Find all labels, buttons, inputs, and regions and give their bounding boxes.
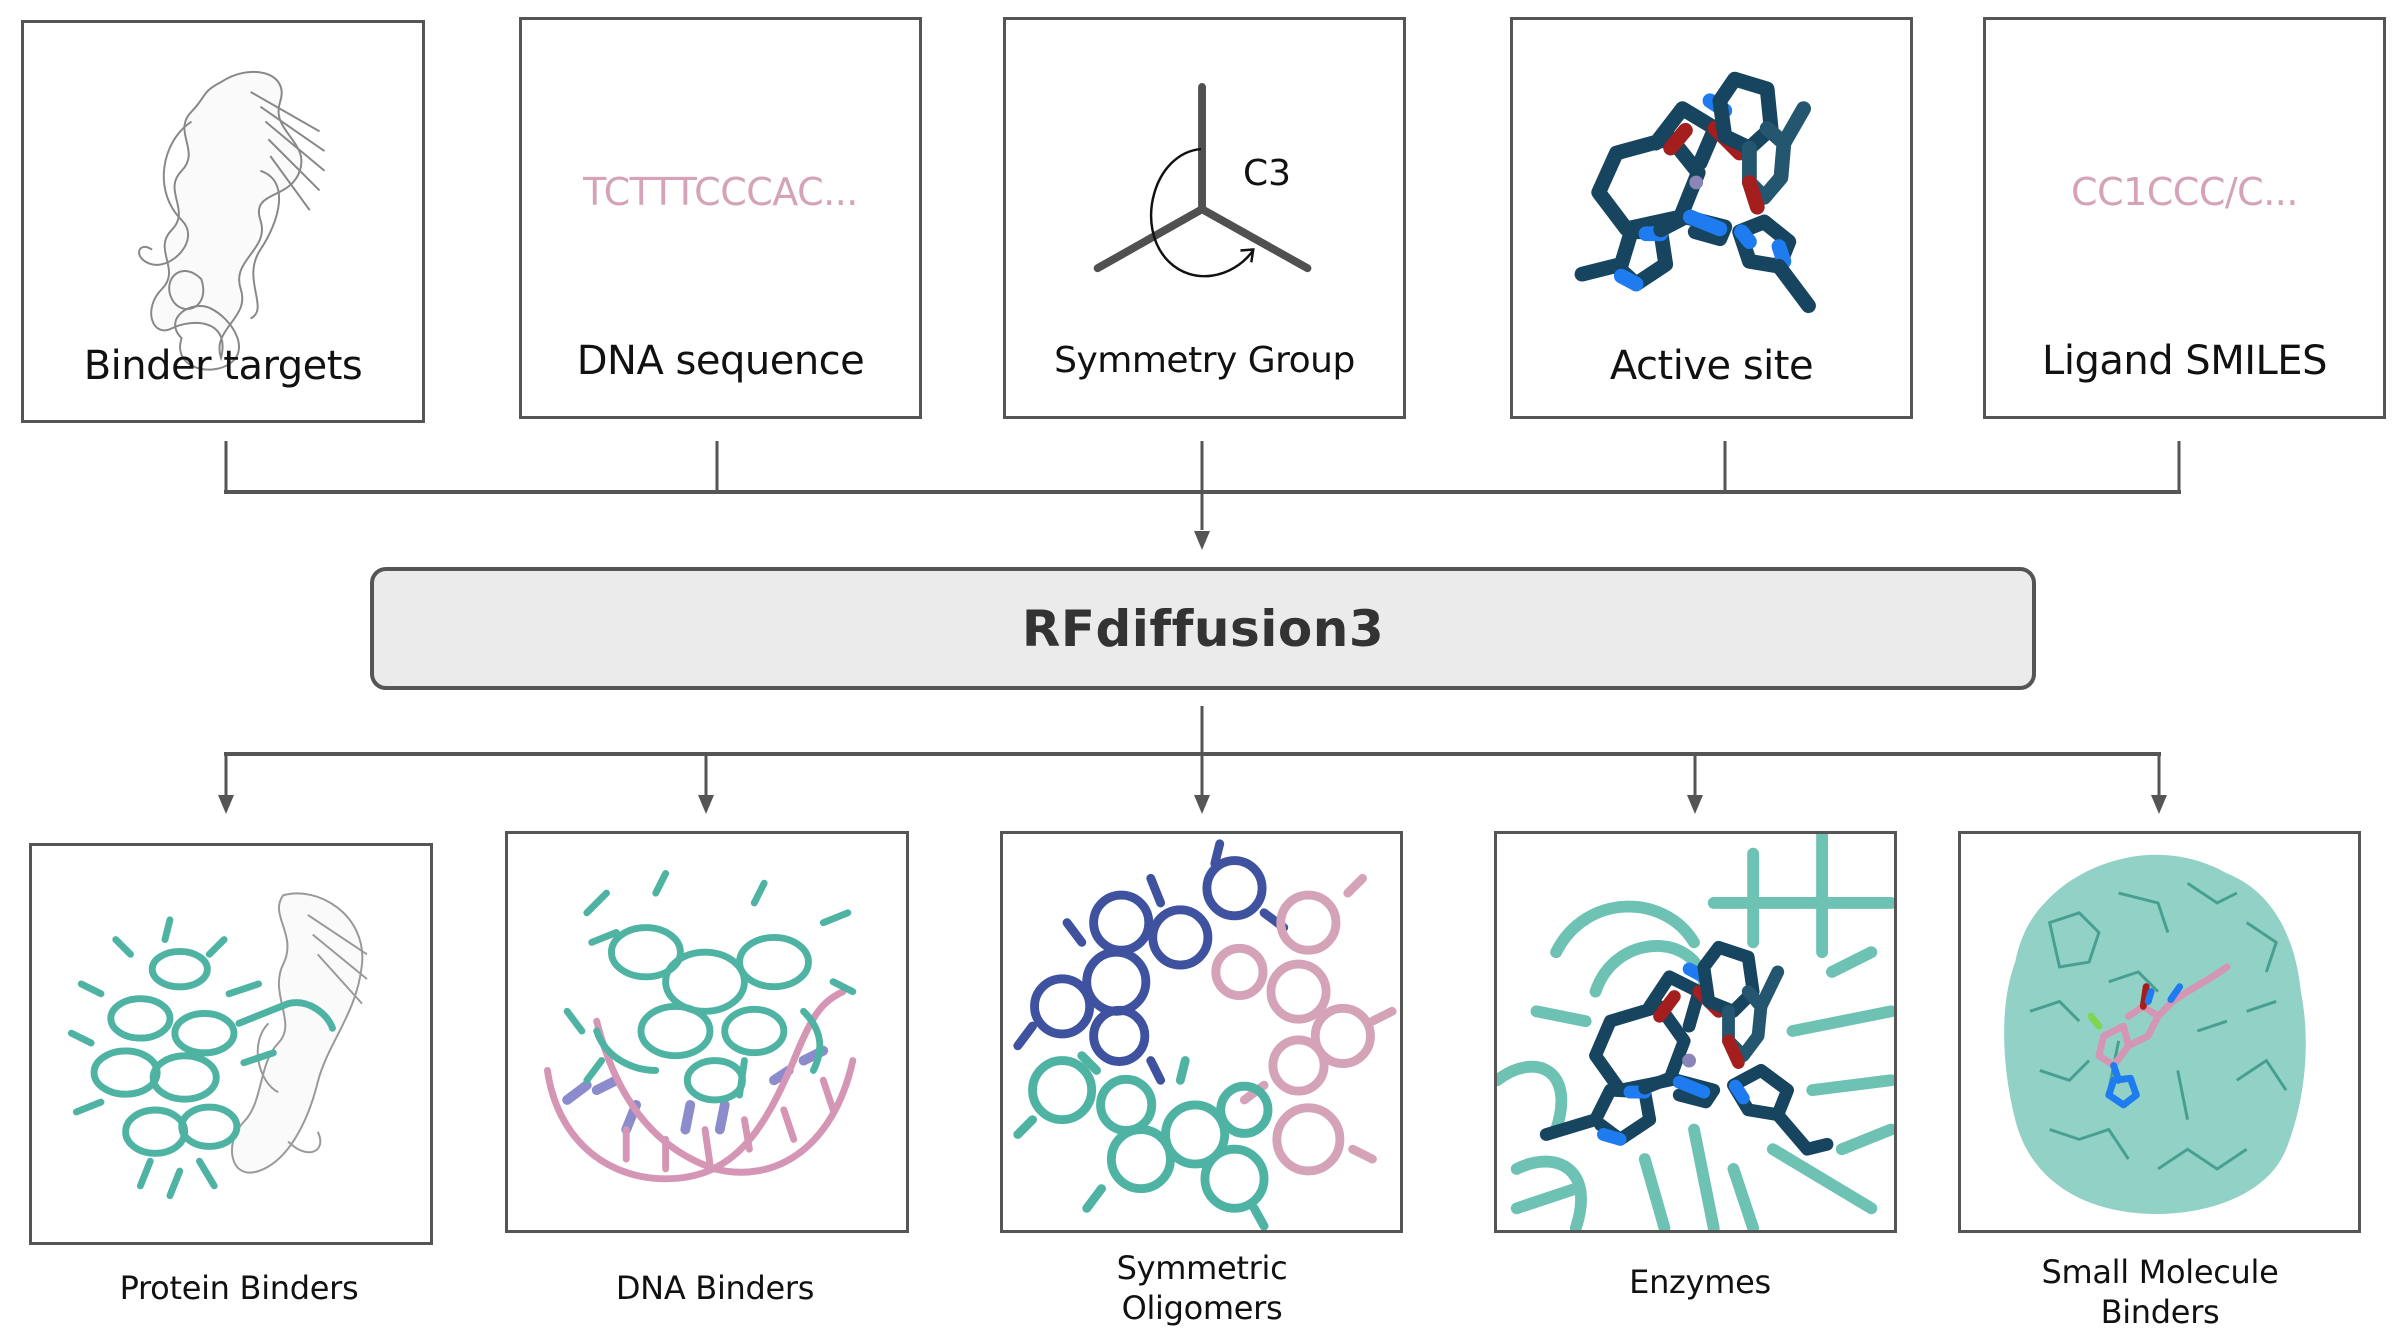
active-site-molecule-icon [1574,71,1816,314]
input-card-ligand-smiles: CC1CCC/C... Ligand SMILES [1983,17,2386,419]
output-card-small-molecule-binders [1958,831,2361,1233]
input-label: Symmetry Group [1054,340,1355,381]
output-label-small-molecule-binders: Small Molecule Binders [1950,1252,2370,1332]
output-card-enzymes [1494,831,1897,1233]
input-card-symmetry-group: C3 Symmetry Group [1003,17,1406,419]
output-label: Enzymes [1629,1263,1771,1301]
output-label: DNA Binders [615,1269,815,1307]
input-label: Binder targets [83,343,363,389]
output-label-line: Oligomers [1121,1289,1283,1327]
dna-binder-structure-icon [543,869,857,1183]
input-card-active-site: Active site [1510,17,1913,419]
enzyme-structure-icon [1497,834,1894,1230]
output-label: Protein Binders [119,1269,359,1307]
input-label: Active site [1609,343,1814,389]
arrowhead-icon [698,795,714,814]
output-label-symmetric-oligomers: Symmetric Oligomers [992,1248,1412,1328]
c3-symmetry-icon [1093,83,1312,278]
symmetry-value: C3 [1243,153,1292,194]
input-label: Ligand SMILES [2042,338,2327,384]
model-title: RFdiffusion3 [1021,599,1385,658]
output-label-line: Small Molecule [2041,1253,2279,1291]
small-molecule-binder-structure-icon [2004,854,2306,1214]
input-card-dna-sequence: TCTTTCCCAC... DNA sequence [519,17,922,419]
arrowhead-icon [1687,795,1703,814]
ligand-smiles-value: CC1CCC/C... [2071,170,2298,214]
arrowhead-icon [1194,795,1210,814]
arrowhead-icon [218,795,234,814]
output-card-protein-binders [29,843,433,1245]
protein-binder-structure-icon [67,892,368,1200]
input-label: DNA sequence [576,338,865,384]
protein-ribbon-icon [138,70,326,371]
model-block: RFdiffusion3 [370,567,2036,690]
input-card-binder-targets: Binder targets [21,20,425,423]
output-card-dna-binders [505,831,909,1233]
dna-sequence-value: TCTTTCCCAC... [583,170,858,214]
arrowhead-icon [2151,795,2167,814]
output-label-line: Binders [2100,1293,2220,1331]
output-card-symmetric-oligomers [1000,831,1403,1233]
symmetric-oligomer-structure-icon [1013,839,1397,1230]
arrowhead-icon [1194,531,1210,550]
output-label-line: Symmetric [1116,1249,1288,1287]
